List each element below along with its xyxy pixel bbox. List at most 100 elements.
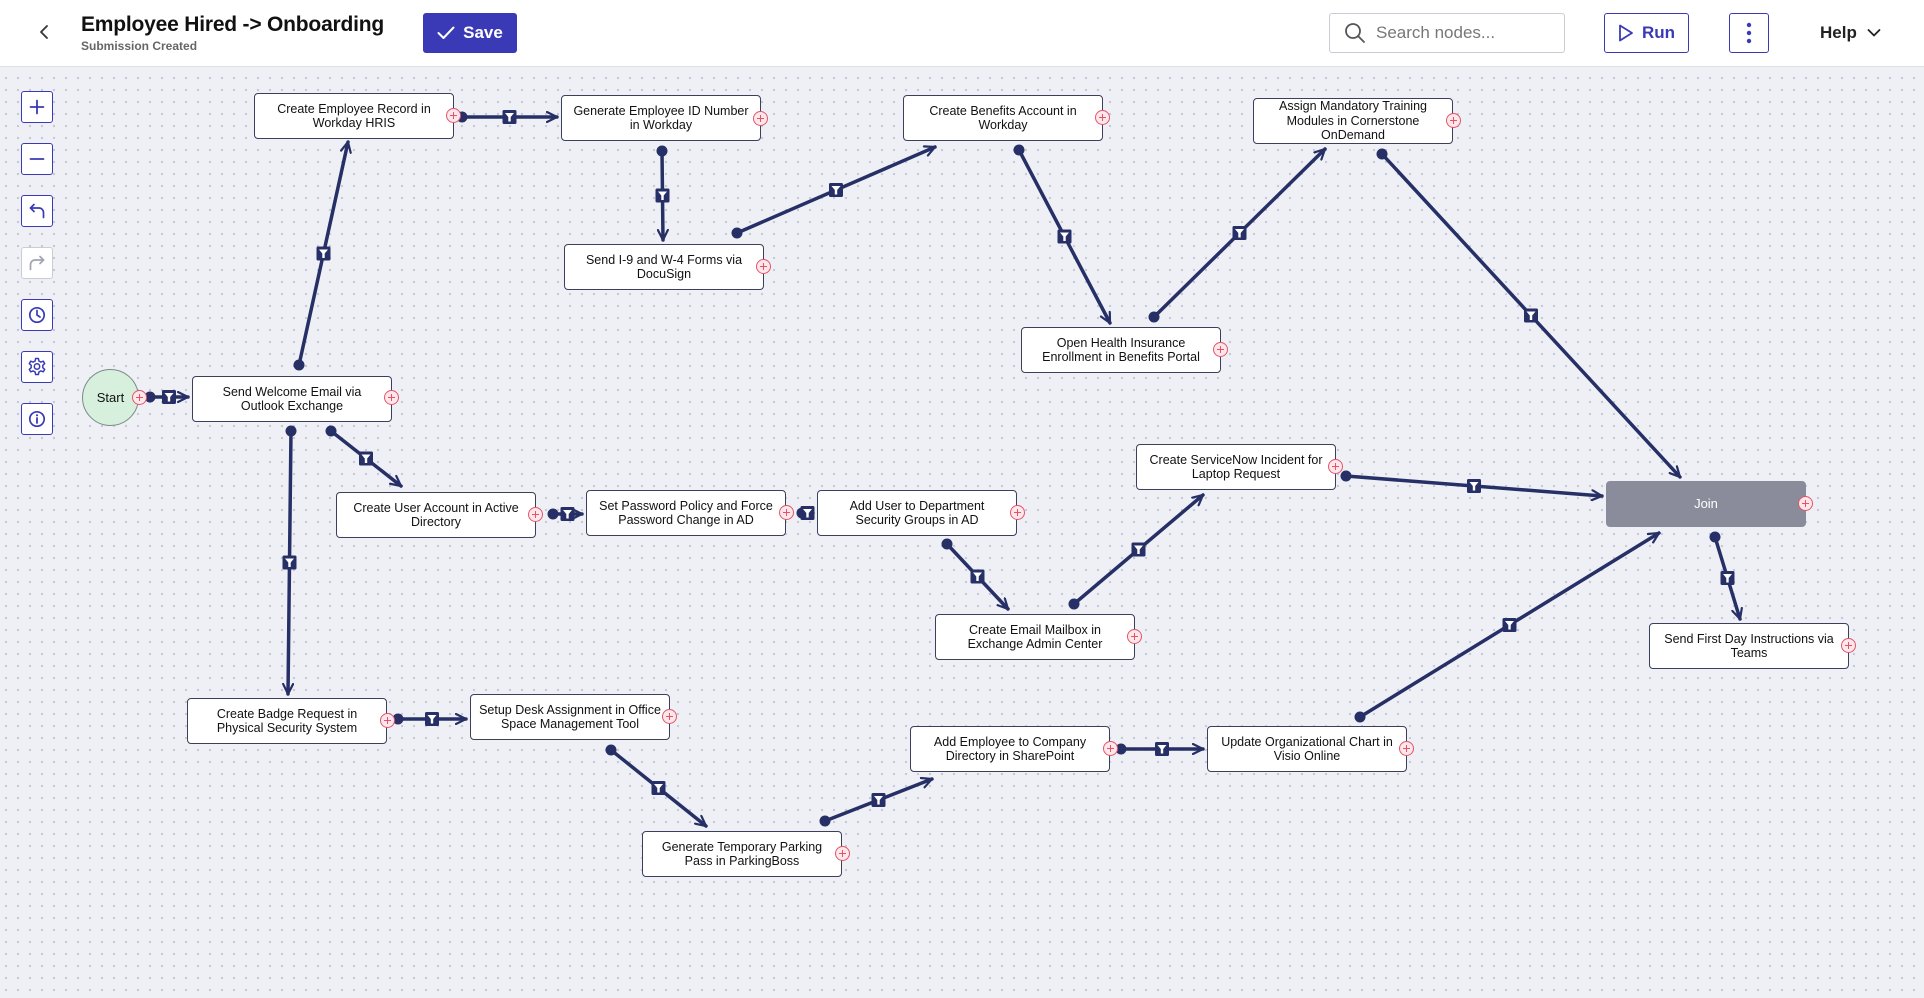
edge-filter-icon[interactable] xyxy=(651,781,666,795)
add-node-button[interactable] xyxy=(1010,505,1025,520)
more-options-button[interactable] xyxy=(1729,13,1769,53)
edge-source-dot[interactable] xyxy=(1709,531,1721,543)
edge-source-dot[interactable] xyxy=(1376,148,1388,160)
add-node-button[interactable] xyxy=(1213,342,1228,357)
add-node-button[interactable] xyxy=(1328,459,1343,474)
back-button[interactable] xyxy=(30,17,60,47)
add-node-button[interactable] xyxy=(380,713,395,728)
node-badge-request[interactable]: Create Badge Request in Physical Securit… xyxy=(187,698,387,744)
search-box[interactable] xyxy=(1329,13,1565,53)
edge-source-dot[interactable] xyxy=(285,425,297,437)
add-node-button[interactable] xyxy=(835,846,850,861)
edge-filter-icon[interactable] xyxy=(871,793,886,807)
edge-source-dot[interactable] xyxy=(325,425,337,437)
workflow-edge[interactable] xyxy=(1709,531,1741,621)
add-node-button[interactable] xyxy=(132,390,147,405)
edge-source-dot[interactable] xyxy=(293,359,305,371)
node-i9-w4-forms[interactable]: Send I-9 and W-4 Forms via DocuSign xyxy=(564,244,764,290)
edge-source-dot[interactable] xyxy=(819,815,831,827)
edge-source-dot[interactable] xyxy=(547,508,559,520)
add-node-button[interactable] xyxy=(753,111,768,126)
workflow-edge[interactable] xyxy=(605,744,708,828)
edge-filter-icon[interactable] xyxy=(970,569,985,584)
workflow-edge[interactable] xyxy=(1115,742,1205,756)
workflow-edge[interactable] xyxy=(282,425,297,696)
edge-source-dot[interactable] xyxy=(941,538,953,550)
edge-source-dot[interactable] xyxy=(1068,598,1080,610)
edge-source-dot[interactable] xyxy=(1354,711,1366,723)
edge-filter-icon[interactable] xyxy=(162,390,176,404)
workflow-edge[interactable] xyxy=(547,507,584,521)
node-training-modules[interactable]: Assign Mandatory Training Modules in Cor… xyxy=(1253,98,1453,144)
edge-source-dot[interactable] xyxy=(1013,144,1025,156)
edge-filter-icon[interactable] xyxy=(1131,542,1146,557)
add-node-button[interactable] xyxy=(662,709,677,724)
node-security-groups[interactable]: Add User to Department Security Groups i… xyxy=(817,490,1017,536)
edge-source-dot[interactable] xyxy=(1115,743,1127,755)
edge-source-dot[interactable] xyxy=(1340,470,1352,482)
node-desk-assignment[interactable]: Setup Desk Assignment in Office Space Ma… xyxy=(470,694,670,740)
edge-filter-icon[interactable] xyxy=(1057,229,1072,244)
add-node-button[interactable] xyxy=(756,259,771,274)
workflow-edge[interactable] xyxy=(392,712,468,726)
workflow-edge[interactable] xyxy=(1354,531,1661,723)
edge-source-dot[interactable] xyxy=(392,713,404,725)
info-button[interactable] xyxy=(21,403,53,435)
workflow-edge[interactable] xyxy=(1340,470,1604,497)
edge-source-dot[interactable] xyxy=(1148,311,1160,323)
edge-filter-icon[interactable] xyxy=(829,183,843,197)
edge-source-dot[interactable] xyxy=(144,391,156,403)
help-menu[interactable]: Help xyxy=(1820,18,1881,48)
workflow-edge[interactable] xyxy=(456,110,559,124)
add-node-button[interactable] xyxy=(1103,741,1118,756)
edge-source-dot[interactable] xyxy=(656,145,668,157)
workflow-edge[interactable] xyxy=(941,538,1010,611)
add-node-button[interactable] xyxy=(1798,496,1813,511)
edge-filter-icon[interactable] xyxy=(316,246,331,261)
add-node-button[interactable] xyxy=(1399,741,1414,756)
workflow-edge[interactable] xyxy=(731,145,937,239)
edge-filter-icon[interactable] xyxy=(1524,308,1538,323)
node-ad-account[interactable]: Create User Account in Active Directory xyxy=(336,492,536,538)
history-button[interactable] xyxy=(21,299,53,331)
node-employee-id[interactable]: Generate Employee ID Number in Workday xyxy=(561,95,761,141)
workflow-edge[interactable] xyxy=(1148,147,1327,323)
edge-filter-icon[interactable] xyxy=(502,110,517,124)
add-node-button[interactable] xyxy=(779,505,794,520)
workflow-edge[interactable] xyxy=(655,145,670,242)
edge-filter-icon[interactable] xyxy=(1502,618,1517,632)
edge-filter-icon[interactable] xyxy=(359,451,373,466)
edge-filter-icon[interactable] xyxy=(425,712,439,726)
node-password-policy[interactable]: Set Password Policy and Force Password C… xyxy=(586,490,786,536)
edge-filter-icon[interactable] xyxy=(1232,226,1247,240)
workflow-edge[interactable] xyxy=(1013,144,1112,325)
node-email-mailbox[interactable]: Create Email Mailbox in Exchange Admin C… xyxy=(935,614,1135,660)
node-first-day-instructions[interactable]: Send First Day Instructions via Teams xyxy=(1649,623,1849,669)
node-join[interactable]: Join xyxy=(1606,481,1806,527)
workflow-edge[interactable] xyxy=(325,425,403,488)
edge-filter-icon[interactable] xyxy=(655,188,670,203)
add-node-button[interactable] xyxy=(1095,110,1110,125)
edge-filter-icon[interactable] xyxy=(1467,479,1481,493)
workflow-edge[interactable] xyxy=(144,390,190,404)
zoom-in-button[interactable] xyxy=(21,91,53,123)
undo-button[interactable] xyxy=(21,195,53,227)
node-benefits-account[interactable]: Create Benefits Account in Workday xyxy=(903,95,1103,141)
redo-button[interactable] xyxy=(21,247,53,279)
workflow-edge[interactable] xyxy=(796,506,815,520)
edge-source-dot[interactable] xyxy=(605,744,617,756)
start-node[interactable]: Start xyxy=(82,369,139,426)
search-input[interactable] xyxy=(1376,23,1546,43)
edge-filter-icon[interactable] xyxy=(282,555,297,570)
node-employee-record[interactable]: Create Employee Record in Workday HRIS xyxy=(254,93,454,139)
edge-filter-icon[interactable] xyxy=(800,506,815,520)
add-node-button[interactable] xyxy=(1841,638,1856,653)
add-node-button[interactable] xyxy=(528,507,543,522)
workflow-edge[interactable] xyxy=(293,140,349,371)
node-welcome-email[interactable]: Send Welcome Email via Outlook Exchange xyxy=(192,376,392,422)
edge-source-dot[interactable] xyxy=(731,227,743,239)
settings-button[interactable] xyxy=(21,351,53,383)
save-button[interactable]: Save xyxy=(423,13,517,53)
node-company-directory[interactable]: Add Employee to Company Directory in Sha… xyxy=(910,726,1110,772)
edge-filter-icon[interactable] xyxy=(560,507,575,521)
